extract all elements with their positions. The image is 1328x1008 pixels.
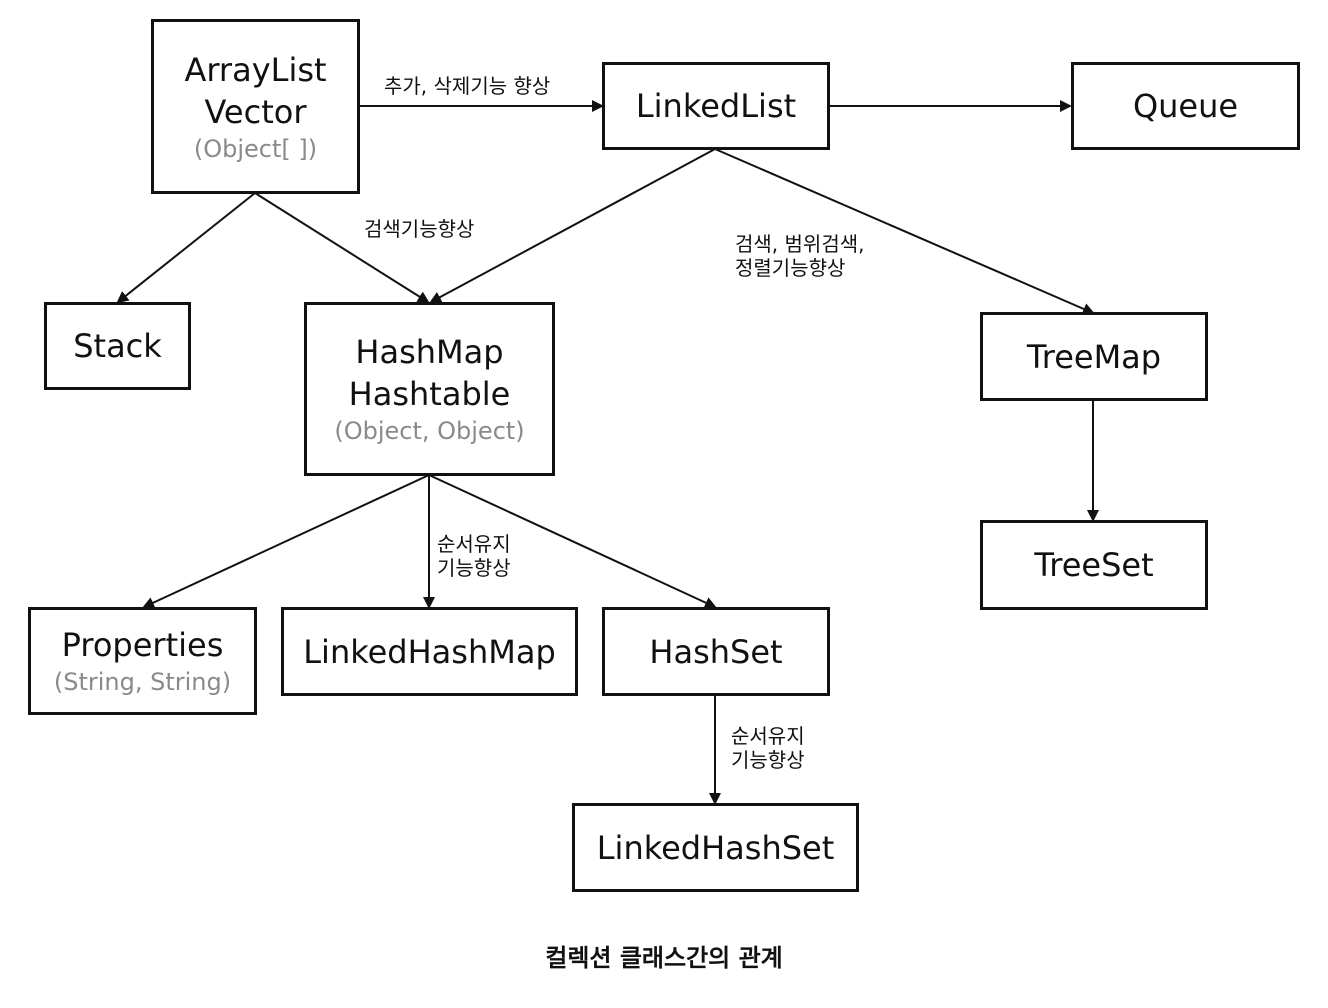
hashmap-type-label: (Object, Object) (334, 417, 525, 445)
arrow-arraylist-to-hashmap (254, 192, 430, 304)
arrow-linkedlist-to-treemap (714, 148, 1095, 315)
treeset-box: TreeSet (980, 520, 1208, 610)
linkedlist-label: LinkedList (635, 87, 797, 125)
arraylist-vector-box: ArrayList Vector (Object[ ]) (151, 19, 360, 194)
hashset-box: HashSet (602, 607, 830, 696)
hashmap-label: HashMap (355, 333, 504, 371)
hashset-label: HashSet (649, 632, 783, 671)
stack-label: Stack (73, 327, 162, 365)
linkedhashset-label: LinkedHashSet (596, 828, 835, 867)
linkedhashmap-label: LinkedHashMap (303, 632, 556, 671)
queue-label: Queue (1132, 87, 1239, 125)
arrow-hashmap-to-properties (142, 474, 430, 609)
linkedhashmap-box: LinkedHashMap (281, 607, 578, 696)
edge-label-order-hashmap: 순서유지 기능향상 (437, 532, 511, 580)
hashmap-hashtable-box: HashMap Hashtable (Object, Object) (304, 302, 555, 476)
vector-label: Vector (204, 92, 307, 131)
treemap-label: TreeMap (1026, 337, 1162, 376)
properties-type-label: (String, String) (53, 668, 232, 696)
edge-label-order-hashset: 순서유지 기능향상 (731, 724, 805, 772)
arraylist-label: ArrayList (184, 50, 327, 89)
arrow-hashmap-to-hashset (428, 474, 717, 609)
diagram-caption: 컬렉션 클래스간의 관계 (545, 944, 783, 972)
arrow-linkedlist-to-hashmap (429, 148, 716, 303)
arrow-arraylist-to-stack (116, 192, 256, 304)
edge-label-add-delete: 추가, 삭제기능 향상 (384, 74, 551, 98)
queue-box: Queue (1071, 62, 1300, 150)
stack-box: Stack (44, 302, 191, 390)
linkedhashset-box: LinkedHashSet (572, 803, 859, 892)
edge-label-search-range-sort: 검색, 범위검색, 정렬기능향상 (735, 232, 865, 280)
properties-box: Properties (String, String) (28, 607, 257, 715)
linkedlist-box: LinkedList (602, 62, 830, 150)
treeset-label: TreeSet (1034, 546, 1154, 584)
treemap-box: TreeMap (980, 312, 1208, 401)
hashtable-label: Hashtable (348, 375, 511, 413)
properties-label: Properties (61, 626, 224, 664)
edge-label-search: 검색기능향상 (364, 217, 475, 241)
arraylist-type-label: (Object[ ]) (193, 134, 318, 163)
